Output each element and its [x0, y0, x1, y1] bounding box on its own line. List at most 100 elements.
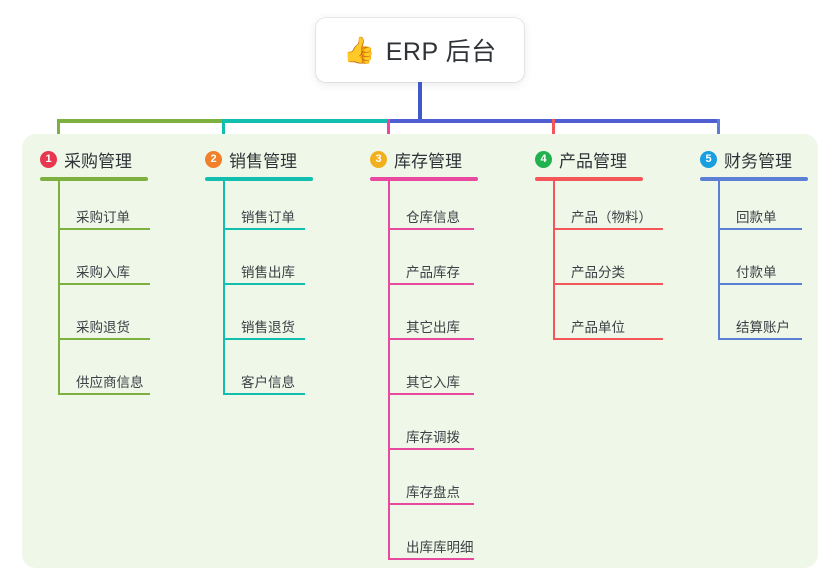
leaf-list: 回款单付款单结算账户 — [700, 181, 808, 346]
leaf-underline — [388, 448, 474, 450]
leaf-underline — [718, 228, 802, 230]
leaf-underline — [718, 338, 802, 340]
branch-title: 产品管理 — [559, 151, 627, 171]
leaf-item[interactable]: 销售订单 — [205, 181, 313, 236]
leaf-label: 库存调拨 — [406, 430, 460, 445]
leaf-item[interactable]: 库存调拨 — [370, 401, 478, 456]
leaf-underline — [553, 338, 663, 340]
leaf-item[interactable]: 产品单位 — [535, 291, 663, 346]
branch-underline — [535, 177, 643, 181]
leaf-item[interactable]: 采购订单 — [40, 181, 150, 236]
leaf-list: 产品（物料） 产品分类产品单位 — [535, 181, 663, 346]
branch-number-badge: 5 — [700, 150, 717, 168]
branch-spine — [223, 181, 225, 395]
branch-number-badge: 1 — [40, 150, 57, 168]
teal-segment — [223, 119, 388, 123]
leaf-label: 库存盘点 — [406, 485, 460, 500]
branches-panel — [22, 134, 818, 568]
leaf-label: 客户信息 — [241, 375, 295, 390]
leaf-label: 仓库信息 — [406, 210, 460, 225]
leaf-underline — [388, 558, 474, 560]
branch-title: 库存管理 — [394, 151, 462, 171]
branch-spine — [58, 181, 60, 395]
leaf-label: 回款单 — [736, 210, 777, 225]
leaf-item[interactable]: 采购退货 — [40, 291, 150, 346]
branch-underline — [205, 177, 313, 181]
leaf-item[interactable]: 供应商信息 — [40, 346, 150, 401]
leaf-label: 产品单位 — [571, 320, 625, 335]
leaf-underline — [58, 283, 150, 285]
leaf-label: 销售退货 — [241, 320, 295, 335]
branch-spine — [388, 181, 390, 560]
leaf-underline — [388, 393, 474, 395]
green-segment — [58, 119, 223, 123]
leaf-underline — [718, 283, 802, 285]
leaf-underline — [223, 393, 305, 395]
branch-spine — [718, 181, 720, 340]
leaf-underline — [58, 393, 150, 395]
branch-underline — [700, 177, 808, 181]
leaf-underline — [388, 228, 474, 230]
leaf-label: 其它入库 — [406, 375, 460, 390]
leaf-item[interactable]: 销售出库 — [205, 236, 313, 291]
leaf-underline — [553, 228, 663, 230]
leaf-label: 采购退货 — [76, 320, 130, 335]
leaf-item[interactable]: 采购入库 — [40, 236, 150, 291]
leaf-item[interactable]: 付款单 — [700, 236, 808, 291]
leaf-underline — [58, 228, 150, 230]
leaf-label: 其它出库 — [406, 320, 460, 335]
leaf-item[interactable]: 其它出库 — [370, 291, 478, 346]
leaf-item[interactable]: 产品库存 — [370, 236, 478, 291]
branch-spine — [553, 181, 555, 340]
branch-header-2[interactable]: 2 销售管理 — [205, 146, 313, 172]
branch-header-1[interactable]: 1 采购管理 — [40, 146, 148, 172]
branch-number-badge: 3 — [370, 150, 387, 168]
leaf-label: 采购订单 — [76, 210, 130, 225]
leaf-label: 出库库明细 — [406, 540, 474, 555]
leaf-label: 付款单 — [736, 265, 777, 280]
leaf-item[interactable]: 产品（物料） — [535, 181, 663, 236]
leaf-list: 采购订单采购入库采购退货供应商信息 — [40, 181, 150, 401]
leaf-item[interactable]: 客户信息 — [205, 346, 313, 401]
leaf-item[interactable]: 其它入库 — [370, 346, 478, 401]
leaf-underline — [388, 503, 474, 505]
root-stem-line — [418, 82, 422, 123]
leaf-item[interactable]: 仓库信息 — [370, 181, 478, 236]
root-node-title: ERP 后台 — [385, 38, 497, 66]
leaf-item[interactable]: 结算账户 — [700, 291, 808, 346]
leaf-item[interactable]: 产品分类 — [535, 236, 663, 291]
leaf-item[interactable]: 销售退货 — [205, 291, 313, 346]
branch-underline — [40, 177, 148, 181]
branch-title: 销售管理 — [229, 151, 297, 171]
leaf-item[interactable]: 出库库明细 — [370, 511, 478, 566]
leaf-label: 产品分类 — [571, 265, 625, 280]
leaf-label: 销售出库 — [241, 265, 295, 280]
leaf-underline — [388, 283, 474, 285]
leaf-item[interactable]: 库存盘点 — [370, 456, 478, 511]
branch-title: 采购管理 — [64, 151, 132, 171]
leaf-underline — [58, 338, 150, 340]
root-node-card[interactable]: 👍 ERP 后台 — [316, 18, 524, 82]
leaf-label: 结算账户 — [736, 320, 790, 335]
leaf-underline — [223, 228, 305, 230]
leaf-label: 供应商信息 — [76, 375, 144, 390]
leaf-list: 仓库信息产品库存其它出库其它入库库存调拨库存盘点出库库明细 — [370, 181, 478, 566]
leaf-underline — [553, 283, 663, 285]
thumbs-up-icon: 👍 — [343, 35, 376, 65]
branch-header-3[interactable]: 3 库存管理 — [370, 146, 478, 172]
leaf-label: 产品（物料） — [571, 210, 652, 225]
leaf-label: 采购入库 — [76, 265, 130, 280]
branch-column-3: 3 库存管理仓库信息产品库存其它出库其它入库库存调拨库存盘点出库库明细 — [370, 146, 478, 566]
branch-column-1: 1 采购管理采购订单采购入库采购退货供应商信息 — [40, 146, 150, 401]
leaf-label: 销售订单 — [241, 210, 295, 225]
leaf-underline — [223, 283, 305, 285]
leaf-label: 产品库存 — [406, 265, 460, 280]
branch-number-badge: 2 — [205, 150, 222, 168]
leaf-item[interactable]: 回款单 — [700, 181, 808, 236]
branch-column-2: 2 销售管理销售订单销售出库销售退货客户信息 — [205, 146, 313, 401]
